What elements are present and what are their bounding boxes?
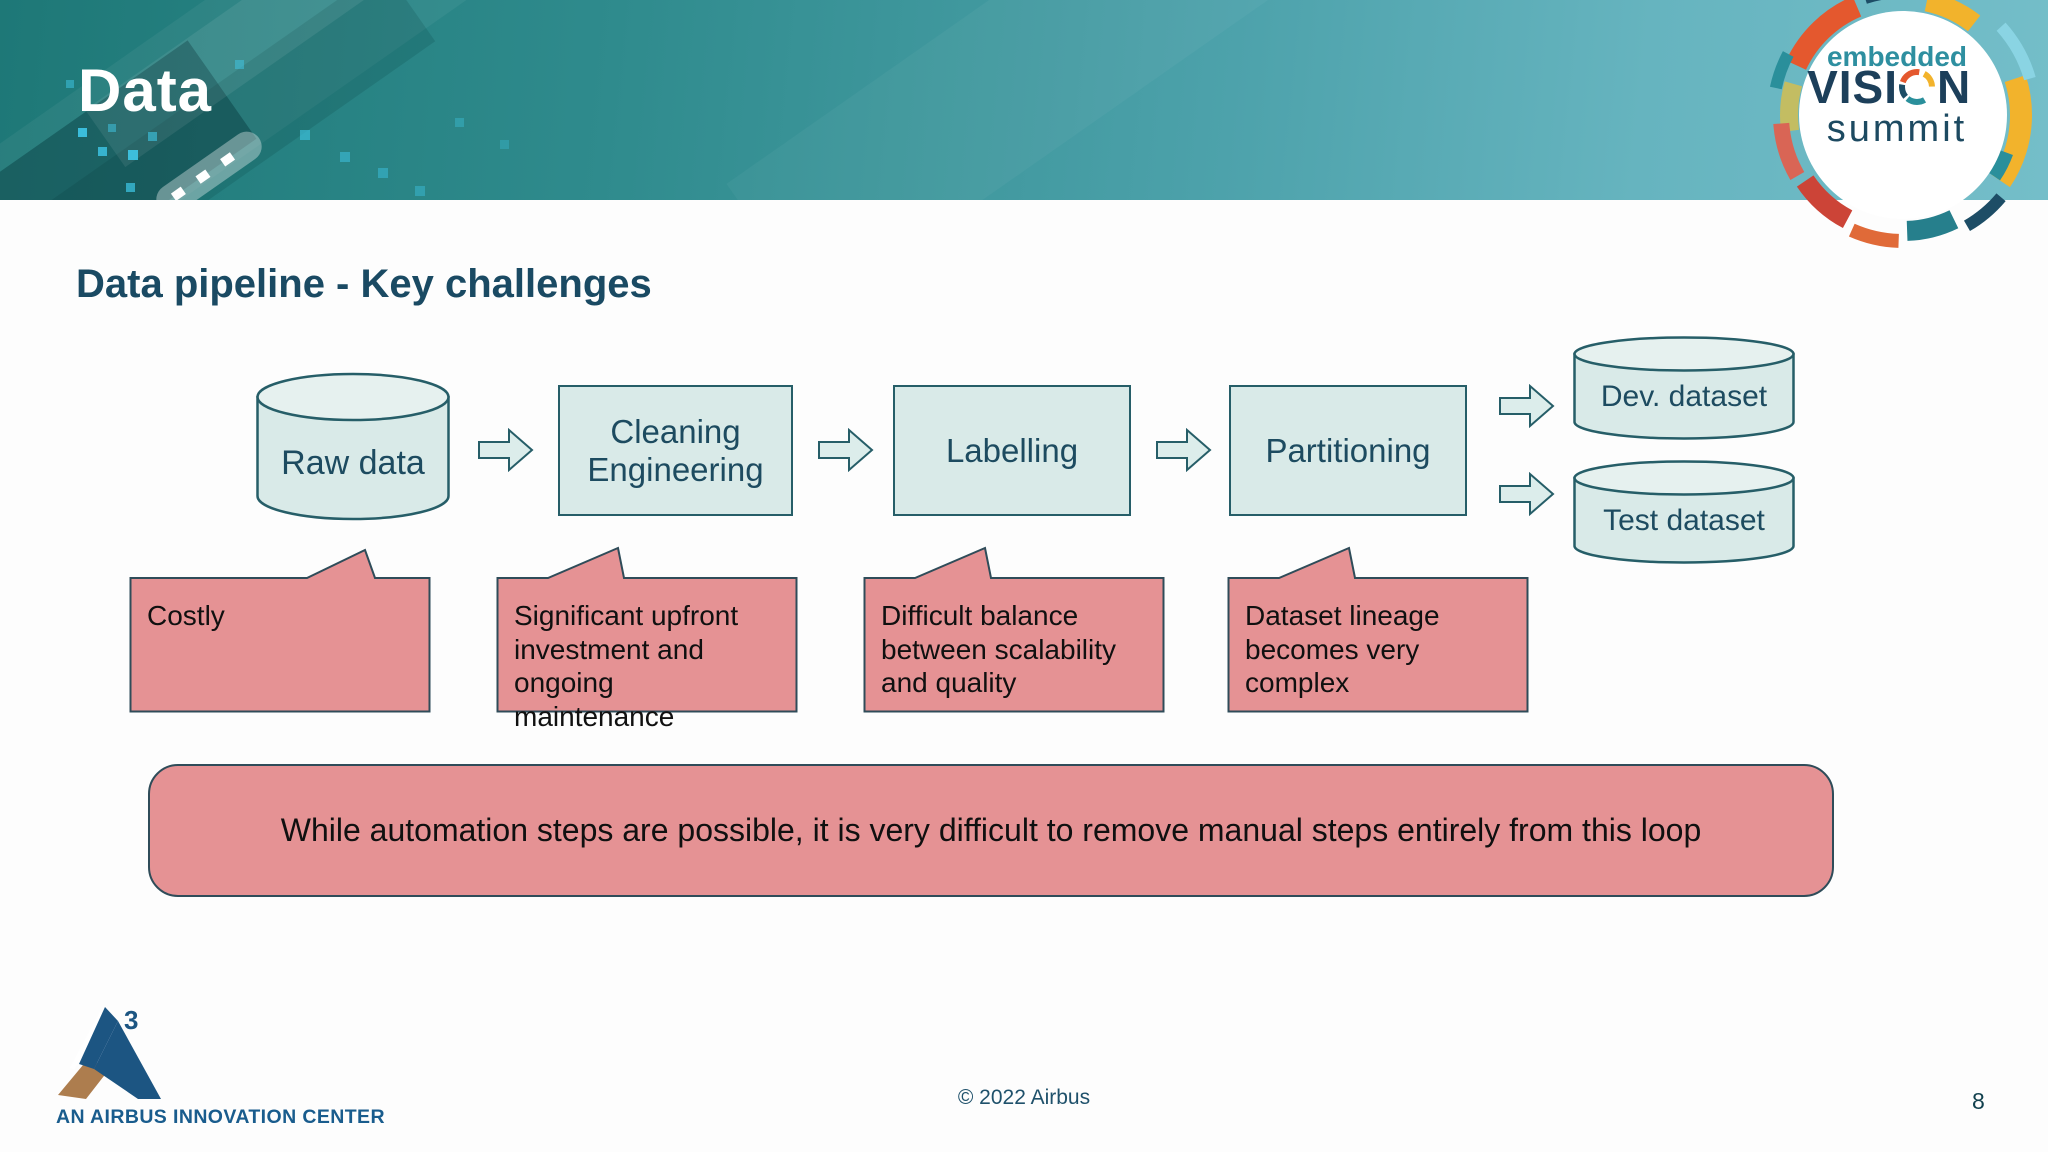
header-pattern-square [455,118,464,127]
node-cleaning-engineering: Cleaning Engineering [558,385,793,516]
callout-partitioning: Dataset lineage becomes very complex [1227,543,1529,713]
page-number: 8 [1972,1088,1985,1114]
header-pattern-square [300,130,310,140]
logo-line-embedded: embedded [1827,41,1967,72]
cylinder-shape [1573,460,1795,564]
airbus-caption: AN AIRBUS INNOVATION CENTER [56,1106,385,1128]
header-pattern-square [126,183,135,192]
copyright-text: © 2022 Airbus [957,1086,1091,1109]
cylinder-shape [1573,336,1795,440]
header-pattern-square [415,186,425,196]
callout-text: Difficult balance between scalability an… [881,600,1117,699]
page-title: Data pipeline - Key challenges [76,262,652,306]
conclusion-banner: While automation steps are possible, it … [148,764,1834,897]
a3-logo-superscript: 3 [124,1005,138,1035]
node-label: Test dataset [1603,504,1765,537]
header-pattern-square [78,128,87,137]
callout-text: Dataset lineage becomes very complex [1245,600,1440,699]
header-pattern-square [500,140,509,149]
header-pattern-square [378,168,388,178]
callout-labelling: Difficult balance between scalability an… [863,543,1165,713]
logo-vision-o-icon [1899,69,1935,105]
logo-line-vision-right: N [1937,61,1970,113]
header-pattern-square [340,152,350,162]
logo-ring [1765,0,2041,253]
airbus-a3-logo: 3 [58,1005,161,1099]
node-raw-data: Raw data [255,372,451,522]
a3-logo-left-stroke [79,1007,118,1069]
node-label: Labelling [945,431,1079,469]
node-partitioning: Partitioning [1229,385,1467,516]
logo-line-summit: summit [1827,108,1967,150]
a3-logo-right-leg [94,1021,161,1099]
header-pattern-square [66,80,74,88]
node-labelling: Labelling [893,385,1131,516]
cylinder-shape [256,372,450,521]
callout-text: Significant upfront investment and ongoi… [514,600,739,732]
callout-bubble-shape [129,548,431,713]
header-banner: Data [0,0,2048,200]
callout-cleaning: Significant upfront investment and ongoi… [496,543,798,732]
flow-arrow-icon [1499,472,1555,516]
node-dev-dataset: Dev. dataset [1572,336,1796,442]
node-label: Cleaning Engineering [587,412,764,488]
header-pattern-square [108,124,116,132]
node-label: Partitioning [1265,431,1431,469]
flow-arrow-icon [1499,384,1555,428]
flow-arrow-icon [1156,428,1212,472]
callout-bubble-shape [1227,546,1529,713]
node-label: Raw data [281,444,425,482]
callout-raw-data: Costly [129,543,431,713]
header-pattern-square [98,147,107,156]
header-pattern-square [128,150,138,160]
slide-title: Data [78,57,213,124]
conclusion-banner-text: While automation steps are possible, it … [280,812,1702,848]
header-pattern-square [235,60,244,69]
logo-disc [1799,11,2007,219]
node-label: Dev. dataset [1600,380,1768,413]
logo-line-vision-left: VISI [1807,61,1898,113]
flow-arrow-icon [818,428,874,472]
callout-bubble-shape [496,546,798,713]
header-pattern-stripe [726,0,1474,200]
header-pattern-square [148,132,157,141]
flow-arrow-icon [478,428,534,472]
node-test-dataset: Test dataset [1572,460,1796,566]
embedded-vision-summit-logo: embedded VISI N summit [1760,0,2048,256]
callout-text: Costly [147,600,225,631]
callout-bubble-shape [863,546,1165,713]
